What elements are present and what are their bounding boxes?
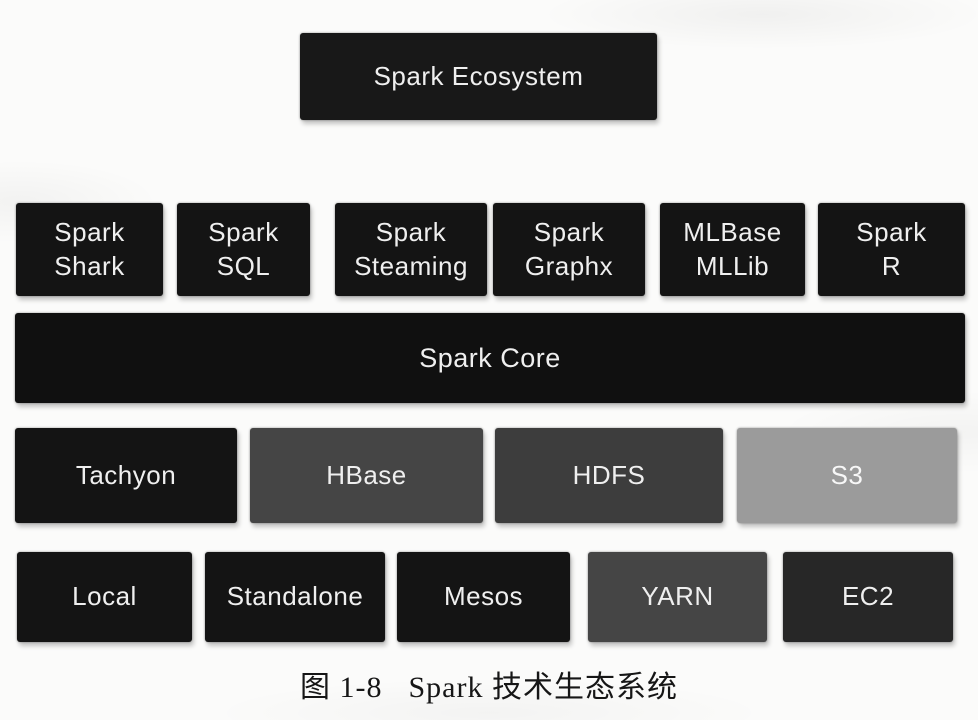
- box-hdfs: HDFS: [495, 428, 723, 523]
- box-label: EC2: [841, 581, 895, 612]
- box-label-line: R: [881, 250, 902, 281]
- box-label: HBase: [326, 459, 407, 490]
- box-label: HDFS: [572, 459, 646, 490]
- box-label: Tachyon: [75, 459, 177, 490]
- box-label-line: Spark: [856, 217, 927, 248]
- box-ec2: EC2: [783, 552, 953, 642]
- figure-number: 图 1-8: [300, 671, 383, 704]
- box-label-line: Steaming: [354, 250, 468, 281]
- box-label: YARN: [641, 581, 714, 612]
- box-spark-core: Spark Core: [15, 313, 965, 403]
- figure-title: Spark 技术生态系统: [408, 671, 678, 704]
- box-spark-ecosystem: Spark Ecosystem: [300, 33, 657, 120]
- box-label: Standalone: [226, 581, 364, 612]
- box-label-line: Shark: [54, 250, 125, 281]
- box-local: Local: [17, 552, 192, 642]
- box-yarn: YARN: [588, 552, 767, 642]
- box-mlbase-mllib: MLBase MLLib: [660, 203, 805, 296]
- box-label: Local: [72, 581, 137, 612]
- box-label-line: Spark: [533, 217, 605, 248]
- box-spark-graphx: Spark Graphx: [493, 203, 645, 296]
- box-label-line: Spark: [54, 217, 125, 248]
- box-label: Spark Ecosystem: [373, 60, 584, 91]
- box-label-line: Graphx: [524, 250, 614, 281]
- box-hbase: HBase: [250, 428, 483, 523]
- box-label-line: MLLib: [695, 250, 770, 281]
- box-label: Spark Core: [419, 342, 561, 373]
- box-spark-sql: Spark SQL: [177, 203, 310, 296]
- figure-caption: 图 1-8 Spark 技术生态系统: [0, 662, 978, 706]
- box-label-line: MLBase: [683, 217, 782, 248]
- box-label: S3: [830, 459, 864, 490]
- box-label-line: Spark: [208, 217, 279, 248]
- box-label-line: Spark: [375, 217, 447, 248]
- box-s3: S3: [737, 428, 957, 523]
- box-standalone: Standalone: [205, 552, 385, 642]
- box-spark-r: Spark R: [818, 203, 965, 296]
- box-tachyon: Tachyon: [15, 428, 237, 523]
- box-label-line: SQL: [216, 250, 271, 281]
- box-spark-shark: Spark Shark: [16, 203, 163, 296]
- box-mesos: Mesos: [397, 552, 570, 642]
- box-label: Mesos: [443, 581, 524, 612]
- box-spark-steaming: Spark Steaming: [335, 203, 487, 296]
